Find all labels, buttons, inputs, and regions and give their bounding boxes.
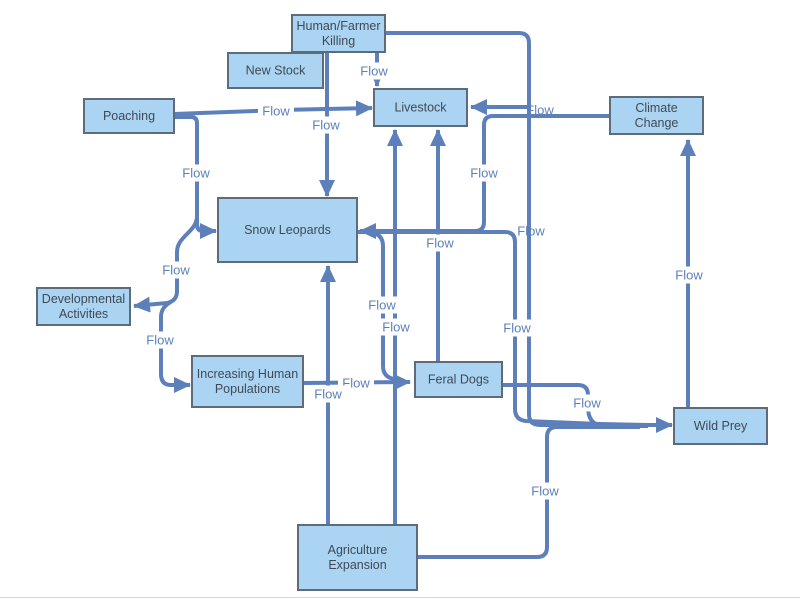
flow-label-bg — [142, 331, 178, 349]
flow-label-text: Flow — [146, 333, 174, 348]
flow-label-text: Flow — [162, 263, 190, 278]
flow-label-text: Flow — [368, 298, 396, 313]
flow-label-bg — [356, 62, 392, 80]
flow-label-bg — [178, 164, 214, 182]
flow-label-text: Flow — [503, 321, 531, 336]
node-poaching[interactable]: Poaching — [83, 98, 175, 134]
flow-label: Flow — [526, 103, 554, 118]
flow-label-text: Flow — [426, 236, 454, 251]
flow-label-text: Flow — [675, 268, 703, 283]
node-box-livestock[interactable] — [373, 88, 468, 127]
flow-label: Flow — [338, 374, 374, 392]
flow-label-bg — [422, 234, 458, 252]
flow-label-bg — [569, 394, 605, 412]
flow-label-text: Flow — [573, 396, 601, 411]
flow-label-text: Flow — [182, 166, 210, 181]
node-livestock[interactable]: Livestock — [373, 88, 468, 127]
flow-label: Flow — [308, 116, 344, 134]
flow-label: Flow — [569, 394, 605, 412]
flow-label-text: Flow — [470, 166, 498, 181]
flow-label: Flow — [142, 331, 178, 349]
flow-label-bg — [364, 296, 400, 314]
flow-label-bg — [308, 116, 344, 134]
flow-label-bg — [527, 482, 563, 500]
flow-label: Flow — [527, 482, 563, 500]
node-box-new-stock[interactable] — [227, 52, 324, 89]
node-snow-leopards[interactable]: Snow Leopards — [217, 197, 358, 263]
flow-label: Flow — [466, 164, 502, 182]
node-box-developmental-activities[interactable] — [36, 287, 131, 326]
node-box-wild-prey[interactable] — [673, 407, 768, 445]
flow-label: Flow — [356, 62, 392, 80]
node-label-poaching: Poaching — [103, 109, 155, 123]
connector-branch-to-developmental-activities[interactable] — [133, 215, 199, 313]
node-box-human-farmer-killing[interactable] — [291, 14, 386, 53]
node-label-snow-leopards: Snow Leopards — [244, 223, 331, 237]
flow-label: Flow — [158, 261, 194, 279]
flow-label-bg — [499, 319, 535, 337]
flow-label: Flow — [258, 102, 294, 120]
flow-label-text: Flow — [531, 484, 559, 499]
page-bottom-edge — [0, 597, 800, 598]
node-feral-dogs[interactable]: Feral Dogs — [414, 361, 503, 398]
node-box-agriculture-expansion[interactable] — [297, 524, 418, 591]
flow-label: Flow — [517, 224, 545, 239]
flow-label-text: Flow — [342, 376, 370, 391]
node-box-snow-leopards[interactable] — [217, 197, 358, 263]
node-label-livestock: Livestock — [394, 101, 447, 115]
flow-label-text: Flow — [314, 387, 342, 402]
connector-snow-leopards-to-wild-prey[interactable] — [358, 230, 651, 427]
node-wild-prey[interactable]: Wild Prey — [673, 407, 768, 445]
flow-label: Flow — [378, 318, 414, 336]
flow-label-bg — [310, 385, 346, 403]
node-label-wild-prey: Wild Prey — [694, 419, 748, 433]
connector-branch-to-increasing-human-populations[interactable] — [159, 300, 191, 393]
flow-label-bg — [258, 102, 294, 120]
flow-label: Flow — [671, 266, 707, 284]
flow-label: Flow — [310, 385, 346, 403]
flow-label-bg — [158, 261, 194, 279]
node-box-poaching[interactable] — [83, 98, 175, 134]
connector-snow-leopards-to-feral-dogs[interactable] — [369, 230, 403, 383]
node-label-feral-dogs: Feral Dogs — [428, 373, 489, 387]
flow-label-bg — [671, 266, 707, 284]
flow-label-text: Flow — [517, 224, 545, 239]
node-box-feral-dogs[interactable] — [414, 361, 503, 398]
flow-label-text: Flow — [262, 104, 290, 119]
node-label-new-stock: New Stock — [246, 64, 306, 78]
flow-label-bg — [378, 318, 414, 336]
flow-label: Flow — [178, 164, 214, 182]
flow-label-bg — [466, 164, 502, 182]
node-box-increasing-human-populations[interactable] — [191, 355, 304, 408]
flow-label: Flow — [364, 296, 400, 314]
flow-label-text: Flow — [360, 64, 388, 79]
flow-label-text: Flow — [312, 118, 340, 133]
flow-label: Flow — [422, 234, 458, 252]
flow-label-text: Flow — [526, 103, 554, 118]
connector-hfk-to-wild-prey[interactable] — [385, 31, 673, 433]
flow-label-bg — [338, 374, 374, 392]
node-box-climate-change[interactable] — [609, 96, 704, 135]
node-new-stock[interactable]: New Stock — [227, 52, 324, 89]
flow-label: Flow — [499, 319, 535, 337]
flow-label-text: Flow — [382, 320, 410, 335]
